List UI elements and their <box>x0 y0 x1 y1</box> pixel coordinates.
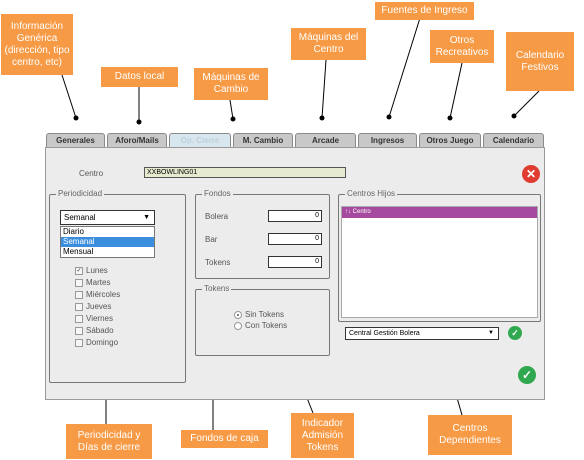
chevron-down-icon: ▼ <box>488 330 494 336</box>
centro-dependiente-select[interactable]: Central Gestión Bolera ▼ <box>345 327 499 340</box>
fondos-group: Fondos Bolera 0 Bar 0 Tokens 0 <box>195 189 330 279</box>
day-lunes[interactable]: ✓Lunes <box>75 266 108 275</box>
periodicidad-selected: Semanal <box>64 213 96 222</box>
fondos-tokens-input[interactable]: 0 <box>268 256 322 268</box>
tab-op-cierre[interactable]: Op. Cierre <box>169 133 231 147</box>
radio-con-tokens[interactable]: Con Tokens <box>234 321 287 330</box>
main-panel: Centro XXBOWLING01 ✕ Periodicidad Semana… <box>45 147 545 400</box>
centros-hijos-group: Centros Hijos ↑↓ Centro <box>338 189 541 322</box>
periodicidad-legend: Periodicidad <box>56 189 105 198</box>
centro-field[interactable]: XXBOWLING01 <box>144 167 346 178</box>
periodicidad-options: Diario Semanal Mensual <box>60 226 155 258</box>
callout-calendario: Calendario Festivos <box>506 32 574 91</box>
tab-otros-juego[interactable]: Otros Juego <box>419 133 481 147</box>
day-martes[interactable]: Martes <box>75 278 110 287</box>
close-icon[interactable]: ✕ <box>522 165 540 183</box>
periodicidad-select[interactable]: Semanal ▼ <box>60 210 155 225</box>
callout-periodicidad: Periodicidad y Días de cierre <box>66 424 152 459</box>
tab-m-cambio[interactable]: M. Cambio <box>233 133 293 147</box>
radio-sin-tokens-button[interactable] <box>234 310 242 319</box>
chevron-down-icon: ▼ <box>143 214 150 221</box>
centros-hijos-header: ↑↓ Centro <box>342 207 537 218</box>
callout-datos: Datos local <box>101 67 178 87</box>
fondos-bar-input[interactable]: 0 <box>268 233 322 245</box>
fondos-bar-label: Bar <box>205 235 218 244</box>
tab-aforo-mails[interactable]: Aforo/Mails <box>107 133 167 147</box>
callout-cambio: Máquinas de Cambio <box>194 68 268 100</box>
checkbox-sabado[interactable] <box>75 326 83 335</box>
fondos-bolera-input[interactable]: 0 <box>268 210 322 222</box>
tab-ingresos[interactable]: Ingresos <box>358 133 417 147</box>
radio-con-tokens-button[interactable] <box>234 321 242 330</box>
day-jueves[interactable]: Jueves <box>75 302 111 311</box>
radio-sin-tokens[interactable]: Sin Tokens <box>234 310 284 319</box>
checkbox-domingo[interactable] <box>75 338 83 347</box>
centro-label: Centro <box>79 169 104 178</box>
column-header-centro[interactable]: Centro <box>352 209 371 215</box>
day-domingo[interactable]: Domingo <box>75 338 118 347</box>
fondos-legend: Fondos <box>202 189 233 198</box>
callout-fuentes: Fuentes de Ingreso <box>375 2 474 20</box>
centros-hijos-legend: Centros Hijos <box>345 189 398 198</box>
option-semanal[interactable]: Semanal <box>61 237 154 247</box>
centros-hijos-grid: ↑↓ Centro <box>341 206 538 318</box>
callout-indicador: Indicador Admisión Tokens <box>291 413 354 458</box>
callout-otros: Otros Recreativos <box>430 30 494 63</box>
save-check-icon[interactable]: ✓ <box>518 366 536 384</box>
tokens-legend: Tokens <box>202 284 232 293</box>
tab-generales[interactable]: Generales <box>46 133 105 147</box>
periodicidad-group: Periodicidad Semanal ▼ Diario Semanal Me… <box>49 189 186 383</box>
checkbox-jueves[interactable] <box>75 302 83 311</box>
add-check-icon[interactable]: ✓ <box>508 326 522 340</box>
option-mensual[interactable]: Mensual <box>63 247 94 256</box>
checkbox-martes[interactable] <box>75 278 83 287</box>
fondos-tokens-label: Tokens <box>205 258 231 267</box>
day-miercoles[interactable]: Miércoles <box>75 290 120 299</box>
checkbox-viernes[interactable] <box>75 314 83 323</box>
callout-info: Información Genérica (dirección, tipo ce… <box>1 14 73 75</box>
callout-fondos: Fondos de caja <box>181 430 268 448</box>
centro-dependiente-selected: Central Gestión Bolera <box>349 330 420 337</box>
day-viernes[interactable]: Viernes <box>75 314 113 323</box>
tab-arcade[interactable]: Arcade <box>295 133 356 147</box>
day-sabado[interactable]: Sábado <box>75 326 114 335</box>
option-diario[interactable]: Diario <box>63 227 84 236</box>
checkbox-lunes[interactable]: ✓ <box>75 266 83 275</box>
checkbox-miercoles[interactable] <box>75 290 83 299</box>
tokens-group: Tokens Sin Tokens Con Tokens <box>195 284 330 356</box>
callout-maquinas: Máquinas del Centro <box>291 28 366 60</box>
fondos-bolera-label: Bolera <box>205 212 229 221</box>
callout-centros: Centros Dependientes <box>428 415 512 455</box>
tab-calendario[interactable]: Calendario <box>483 133 544 147</box>
sort-icon[interactable]: ↑↓ <box>345 209 351 215</box>
